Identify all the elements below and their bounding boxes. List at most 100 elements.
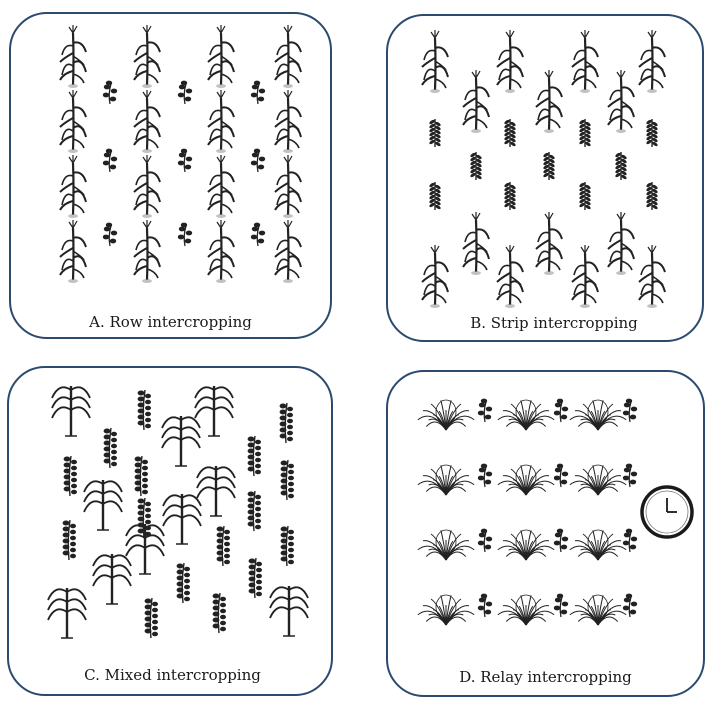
bean-plant-icon (553, 528, 569, 553)
maize-plant-icon (133, 90, 161, 153)
bush-plant-icon (417, 399, 475, 431)
bean-plant-icon (177, 80, 193, 105)
maize-plant-icon (421, 245, 449, 308)
bean-plant-icon (137, 497, 151, 539)
caption-strip-intercropping: B. Strip intercropping (470, 314, 638, 332)
maize-plant-icon (462, 212, 490, 275)
bean-plant-icon (622, 528, 638, 553)
bean-plant-icon (250, 80, 266, 105)
maize-plant-icon (607, 212, 635, 275)
bean-plant-icon (103, 427, 117, 469)
maize-plant-icon (83, 480, 123, 531)
caption-relay-intercropping: D. Relay intercropping (459, 668, 632, 686)
maize-plant-icon (571, 245, 599, 308)
bean-plant-icon (250, 148, 266, 173)
maize-plant-icon (496, 245, 524, 308)
wheat-plant-icon (579, 182, 591, 210)
relay-intercropping-illustration (417, 398, 694, 626)
maize-plant-icon (133, 155, 161, 218)
bean-plant-icon (177, 148, 193, 173)
maize-plant-icon (274, 155, 302, 218)
maize-plant-icon (59, 90, 87, 153)
bush-plant-icon (497, 529, 555, 561)
caption-mixed-intercropping: C. Mixed intercropping (84, 666, 261, 684)
caption-row-intercropping: A. Row intercropping (89, 313, 252, 331)
maize-plant-icon (269, 586, 309, 637)
maize-plant-icon (462, 70, 490, 133)
maize-plant-icon (607, 70, 635, 133)
bean-plant-icon (280, 459, 294, 501)
panel-mixed-intercropping: C. Mixed intercropping (7, 366, 333, 696)
bean-plant-icon (134, 455, 148, 497)
maize-plant-icon (638, 245, 666, 308)
bush-plant-icon (569, 594, 627, 626)
bean-plant-icon (63, 455, 77, 497)
maize-plant-icon (194, 386, 234, 437)
bean-plant-icon (137, 389, 151, 431)
maize-plant-icon (535, 212, 563, 275)
maize-plant-icon (161, 416, 201, 467)
maize-plant-icon (92, 554, 132, 605)
bean-plant-icon (102, 222, 118, 247)
maize-plant-icon (421, 30, 449, 93)
bean-plant-icon (477, 398, 493, 423)
bean-plant-icon (553, 593, 569, 618)
bush-plant-icon (417, 529, 475, 561)
bush-plant-icon (569, 464, 627, 496)
maize-plant-icon (47, 588, 87, 639)
row-intercropping-illustration (59, 25, 302, 283)
maize-plant-icon (59, 220, 87, 283)
bean-plant-icon (102, 80, 118, 105)
panel-strip-intercropping: B. Strip intercropping (386, 14, 704, 342)
bush-plant-icon (569, 529, 627, 561)
bean-plant-icon (144, 597, 158, 639)
bean-plant-icon (477, 463, 493, 488)
maize-plant-icon (133, 25, 161, 88)
maize-plant-icon (207, 155, 235, 218)
bean-plant-icon (279, 402, 293, 444)
bush-plant-icon (497, 594, 555, 626)
bean-plant-icon (553, 463, 569, 488)
bean-plant-icon (62, 519, 76, 561)
wheat-plant-icon (504, 119, 516, 147)
wheat-plant-icon (579, 119, 591, 147)
maize-plant-icon (274, 220, 302, 283)
bean-plant-icon (216, 525, 230, 567)
bush-plant-icon (569, 399, 627, 431)
wheat-plant-icon (543, 152, 555, 180)
maize-plant-icon (638, 30, 666, 93)
mixed-intercropping-illustration (47, 386, 309, 639)
strip-intercropping-illustration (421, 30, 666, 308)
bean-plant-icon (212, 592, 226, 634)
panel-row-intercropping: A. Row intercropping (9, 12, 332, 339)
bean-plant-icon (622, 398, 638, 423)
maize-plant-icon (196, 466, 236, 517)
panel-relay-intercropping: D. Relay intercropping (386, 370, 705, 697)
bean-plant-icon (102, 148, 118, 173)
bush-plant-icon (497, 399, 555, 431)
wheat-plant-icon (429, 119, 441, 147)
bean-plant-icon (477, 593, 493, 618)
maize-plant-icon (51, 386, 91, 437)
clock-icon (640, 485, 694, 539)
maize-plant-icon (207, 220, 235, 283)
wheat-plant-icon (504, 182, 516, 210)
bean-plant-icon (250, 222, 266, 247)
bean-plant-icon (622, 593, 638, 618)
maize-plant-icon (207, 25, 235, 88)
bean-plant-icon (248, 557, 262, 599)
bush-plant-icon (417, 464, 475, 496)
bean-plant-icon (622, 463, 638, 488)
bean-plant-icon (177, 222, 193, 247)
maize-plant-icon (274, 25, 302, 88)
bean-plant-icon (247, 490, 261, 532)
maize-plant-icon (571, 30, 599, 93)
maize-plant-icon (535, 70, 563, 133)
maize-plant-icon (496, 30, 524, 93)
bean-plant-icon (477, 528, 493, 553)
maize-plant-icon (59, 155, 87, 218)
maize-plant-icon (133, 220, 161, 283)
maize-plant-icon (125, 524, 165, 575)
bush-plant-icon (497, 464, 555, 496)
bush-plant-icon (417, 594, 475, 626)
